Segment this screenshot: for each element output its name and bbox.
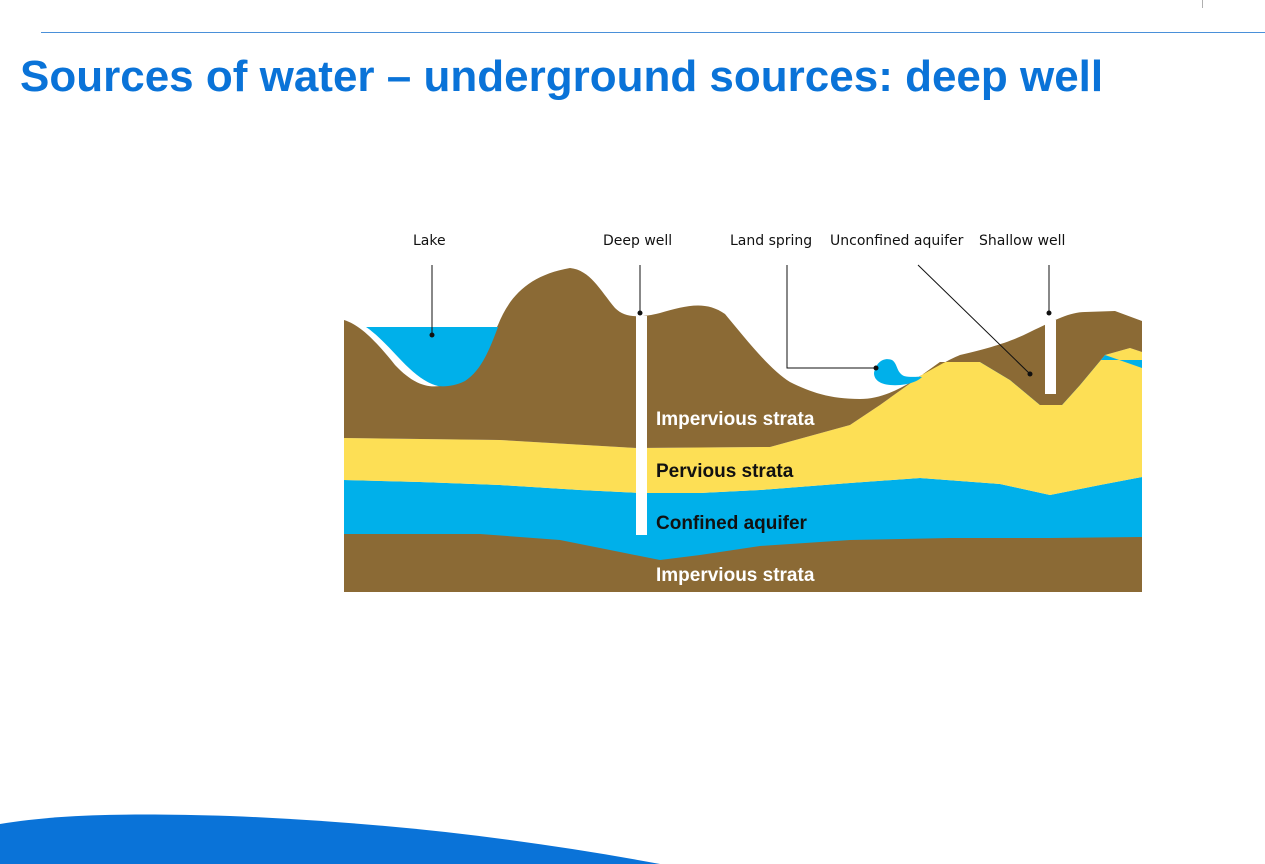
impervious-strata-upper-label: Impervious strata	[656, 409, 815, 430]
shallow-well-label: Shallow well	[979, 233, 1066, 249]
impervious-strata-lower-label: Impervious strata	[656, 565, 815, 586]
deep-well-label: Deep well	[603, 233, 673, 249]
shallow-well-leader-dot	[1046, 310, 1052, 316]
pervious-layer	[344, 348, 1142, 495]
lake-leader-dot	[429, 332, 435, 338]
confined-aquifer-label: Confined aquifer	[656, 513, 807, 534]
unconfined-aquifer-label: Unconfined aquifer	[830, 233, 964, 249]
unconfined-aquifer-leader-line	[917, 264, 1031, 375]
land-spring-leader-dot	[873, 365, 879, 371]
unconfined-aquifer-leader-dot	[1027, 371, 1033, 377]
deep-well-leader-dot	[637, 310, 643, 316]
upper-impervious-layer	[344, 268, 1142, 448]
footer-wave	[0, 814, 660, 864]
land-spring-leader-line	[786, 265, 876, 369]
pervious-strata-label: Pervious strata	[656, 461, 794, 482]
shallow-well-shaft	[1045, 320, 1056, 394]
land-spring-water	[874, 359, 922, 386]
land-spring-label: Land spring	[730, 233, 813, 249]
lake-water	[366, 327, 498, 387]
header-rule	[41, 32, 1265, 33]
deep-well-shaft	[636, 316, 647, 535]
lake-label: Lake	[413, 233, 446, 249]
slide-title: Sources of water – underground sources: …	[20, 52, 1104, 101]
confined-aquifer-layer	[344, 477, 1142, 560]
corner-tick	[1202, 0, 1203, 8]
